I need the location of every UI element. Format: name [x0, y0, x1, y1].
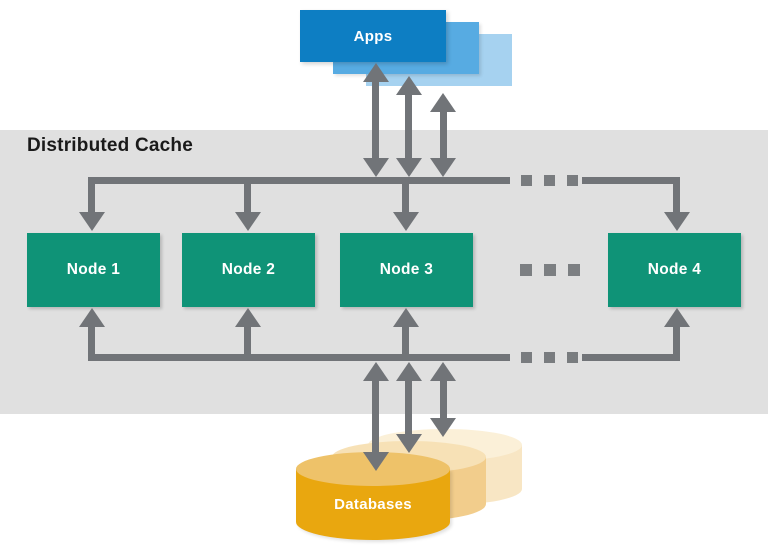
arrow-down-icon: [396, 434, 422, 453]
arrow-up-icon: [664, 308, 690, 327]
arrow-shaft: [440, 110, 447, 159]
arrow-shaft: [372, 80, 379, 159]
databases-label: Databases: [334, 496, 412, 513]
arrow-shaft: [88, 326, 95, 354]
arrow-up-icon: [393, 308, 419, 327]
arrow-down-icon: [363, 158, 389, 177]
node-label: Node 4: [647, 261, 702, 278]
arrow-up-icon: [79, 308, 105, 327]
ellipsis-dot: [544, 175, 555, 186]
arrow-down-icon: [235, 212, 261, 231]
bus-line: [582, 354, 680, 361]
bus-line: [88, 354, 510, 361]
arrow-shaft: [244, 326, 251, 354]
ellipsis-dot: [521, 352, 532, 363]
apps-label: Apps: [353, 27, 393, 45]
ellipsis-dot: [544, 352, 555, 363]
arrow-down-icon: [396, 158, 422, 177]
arrow-shaft: [405, 379, 412, 435]
ellipsis-dot: [521, 175, 532, 186]
arrow-up-icon: [363, 362, 389, 381]
ellipsis-dot: [520, 264, 532, 276]
bus-line: [582, 177, 680, 184]
node-box-1: Node 1: [27, 233, 160, 307]
arrow-up-icon: [396, 76, 422, 95]
arrow-down-icon: [393, 212, 419, 231]
arrow-up-icon: [363, 63, 389, 82]
ellipsis-dot: [567, 352, 578, 363]
arrow-up-icon: [235, 308, 261, 327]
ellipsis-dot: [544, 264, 556, 276]
node-label: Node 2: [221, 261, 276, 278]
arrow-shaft: [673, 326, 680, 361]
apps-box-front: Apps: [300, 10, 446, 62]
arrow-down-icon: [79, 212, 105, 231]
node-box-4: Node 4: [608, 233, 741, 307]
arrow-shaft: [402, 326, 409, 354]
arrow-shaft: [244, 184, 251, 213]
node-label: Node 1: [66, 261, 121, 278]
node-box-2: Node 2: [182, 233, 315, 307]
arrow-down-icon: [430, 158, 456, 177]
arrow-shaft: [402, 184, 409, 213]
arrow-down-icon: [430, 418, 456, 437]
cache-band-title: Distributed Cache: [27, 135, 193, 156]
arrow-shaft: [440, 379, 447, 419]
arrow-down-icon: [664, 212, 690, 231]
ellipsis-dot: [567, 175, 578, 186]
ellipsis-dot: [568, 264, 580, 276]
node-label: Node 3: [379, 261, 434, 278]
arrow-shaft: [673, 177, 680, 213]
arrow-up-icon: [430, 362, 456, 381]
arrow-up-icon: [430, 93, 456, 112]
arrow-down-icon: [363, 452, 389, 471]
arrow-shaft: [372, 379, 379, 453]
database-cylinder-front: Databases: [296, 452, 450, 540]
arrow-shaft: [405, 93, 412, 159]
bus-line: [88, 177, 510, 184]
arrow-up-icon: [396, 362, 422, 381]
node-box-3: Node 3: [340, 233, 473, 307]
arrow-shaft: [88, 177, 95, 213]
